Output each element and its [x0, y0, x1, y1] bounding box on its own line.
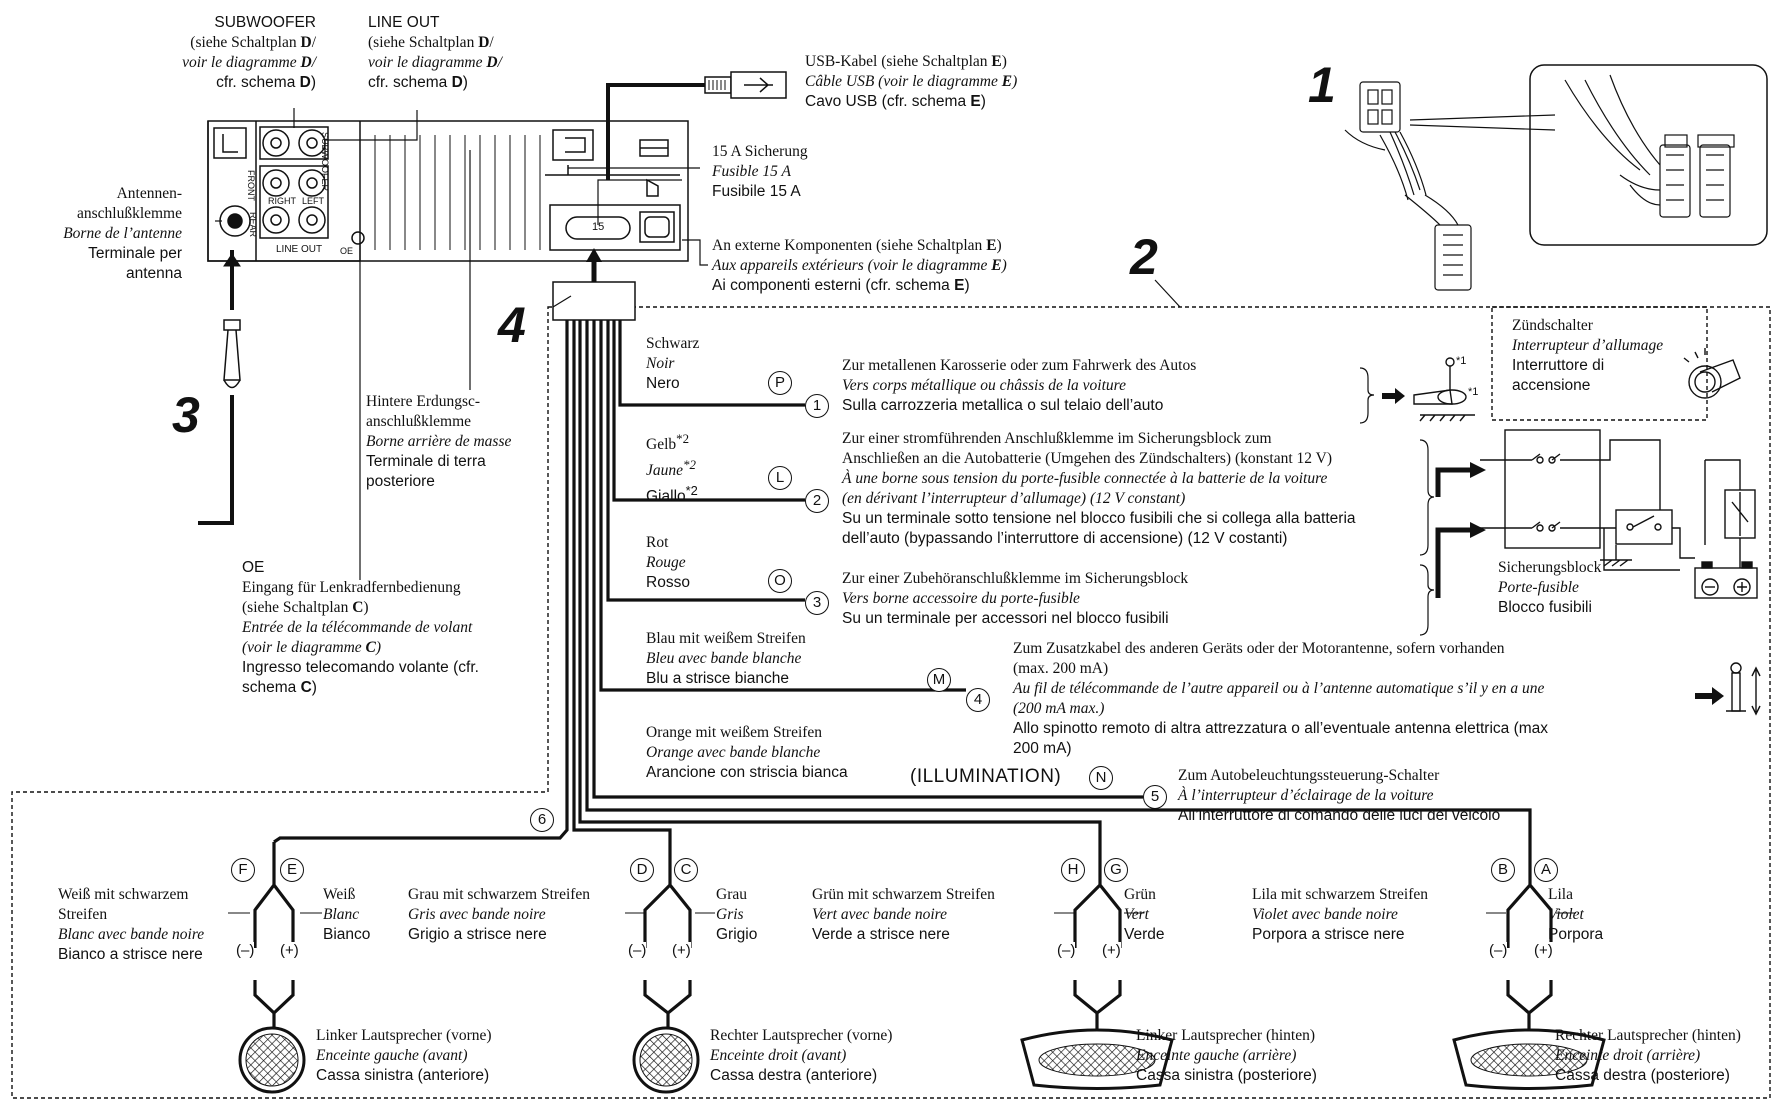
- panel-label-line-out: LINE OUT: [276, 244, 323, 255]
- polarity-pos-2: (+): [672, 942, 691, 959]
- speaker-letter-e: E: [280, 858, 304, 882]
- speaker-letter-b: B: [1491, 858, 1515, 882]
- oe-steering-remote-callout: OE Eingang für Lenkradfernbedienung (sie…: [242, 559, 479, 696]
- subwoofer-callout: SUBWOOFER (siehe Schaltplan D/ voir le d…: [182, 14, 316, 91]
- auto-antenna-icon: [1726, 662, 1761, 716]
- speaker-letter-f: F: [231, 858, 255, 882]
- wire-color-yellow: Gelb*2 Jaune*2 Giallo*2: [646, 431, 698, 506]
- polarity-pos-1: (+): [280, 942, 299, 959]
- step-number-1: 1: [1308, 57, 1336, 113]
- polarity-neg-3: (–): [1057, 942, 1076, 959]
- speaker-letter-a: A: [1534, 858, 1558, 882]
- speaker-front-left: [238, 1026, 306, 1094]
- fuse-block-schematic: [1480, 429, 1758, 599]
- panel-label-rear: REAR: [248, 212, 258, 238]
- wire-letter-n: N: [1089, 766, 1113, 790]
- fuse-value-label: 15: [592, 221, 605, 233]
- wire-number-4: 4: [966, 688, 990, 712]
- ignition-key-icon: [1683, 348, 1741, 399]
- speaker-4-name: Rechter Lautsprecher (hinten)Enceinte dr…: [1555, 1027, 1741, 1084]
- panel-label-subwoofer: SUBWOOFER: [320, 132, 330, 192]
- wire-4-destination: Zum Zusatzkabel des anderen Geräts oder …: [1013, 640, 1549, 757]
- speaker-letter-c: C: [674, 858, 698, 882]
- ground-note-side: *1: [1468, 386, 1479, 398]
- polarity-neg-1: (–): [236, 942, 255, 959]
- speaker-2-name: Rechter Lautsprecher (vorne)Enceinte dro…: [710, 1027, 893, 1084]
- harness-connector: [552, 281, 636, 321]
- speaker-rear-right: [1452, 1028, 1606, 1090]
- dashed-wiring-border: [11, 306, 1771, 1099]
- panel-label-oe: OE: [340, 246, 354, 256]
- speaker-1-neg-color: Weiß mit schwarzem Streifen Blanc avec b…: [58, 886, 205, 963]
- speaker-3-name: Linker Lautsprecher (hinten)Enceinte gau…: [1136, 1027, 1317, 1084]
- wire-harness-illustration: [1344, 64, 1768, 291]
- wire-number-5: 5: [1143, 785, 1167, 809]
- head-unit-rear: [207, 120, 689, 262]
- ground-note-top: *1: [1456, 355, 1467, 367]
- polarity-neg-2: (–): [628, 942, 647, 959]
- step-number-3: 3: [172, 387, 200, 443]
- wire-number-1: 1: [805, 394, 829, 418]
- polarity-pos-4: (+): [1534, 942, 1553, 959]
- polarity-neg-4: (–): [1489, 942, 1508, 959]
- wire-number-3: 3: [805, 591, 829, 615]
- dashed-ignition-box: [1491, 306, 1708, 421]
- speaker-letter-d: D: [630, 858, 654, 882]
- ground-bolt-icon: [1413, 357, 1475, 422]
- antenna-terminal-callout: Antennen- anschlußklemme Borne de l’ante…: [63, 185, 182, 282]
- speaker-letter-g: G: [1104, 858, 1128, 882]
- wire-number-6: 6: [530, 808, 554, 832]
- wire-letter-p: P: [768, 371, 792, 395]
- panel-label-right: RIGHT: [268, 196, 296, 206]
- usb-cable: [606, 71, 787, 180]
- wire-3-destination: Zur einer Zubehöranschlußklemme im Siche…: [842, 570, 1189, 627]
- wire-letter-l: L: [768, 466, 792, 490]
- rear-ground-callout: Hintere Erdungsc- anschlußklemme Borne a…: [366, 393, 512, 490]
- external-components-callout: An externe Komponenten (siehe Schaltplan…: [712, 237, 1007, 294]
- wire-letter-o: O: [768, 569, 792, 593]
- wire-1-destination: Zur metallenen Karosserie oder zum Fahrw…: [842, 357, 1197, 414]
- polarity-pos-3: (+): [1102, 942, 1121, 959]
- panel-label-left: LEFT: [302, 196, 325, 206]
- wire-letter-m: M: [927, 668, 951, 692]
- speaker-rear-left: [1020, 1028, 1174, 1090]
- speaker-front-right: [632, 1026, 700, 1094]
- line-out-callout: LINE OUT (siehe Schaltplan D/ voir le di…: [368, 14, 502, 91]
- wire-2-destination: Zur einer stromführenden Anschlußklemme …: [842, 430, 1356, 547]
- antenna-plug: [198, 250, 241, 525]
- step-number-2: 2: [1130, 229, 1158, 285]
- illumination-tag: (ILLUMINATION): [910, 766, 1062, 787]
- speaker-1-name: Linker Lautsprecher (vorne)Enceinte gauc…: [316, 1027, 492, 1084]
- usb-cable-callout: USB-Kabel (siehe Schaltplan E) Câble USB…: [805, 53, 1018, 110]
- wire-number-2: 2: [805, 489, 829, 513]
- fuse-callout: 15 A Sicherung Fusible 15 A Fusibile 15 …: [712, 143, 808, 200]
- step-number-4: 4: [498, 297, 526, 353]
- speaker-letter-h: H: [1061, 858, 1085, 882]
- panel-label-front: FRONT: [246, 170, 256, 201]
